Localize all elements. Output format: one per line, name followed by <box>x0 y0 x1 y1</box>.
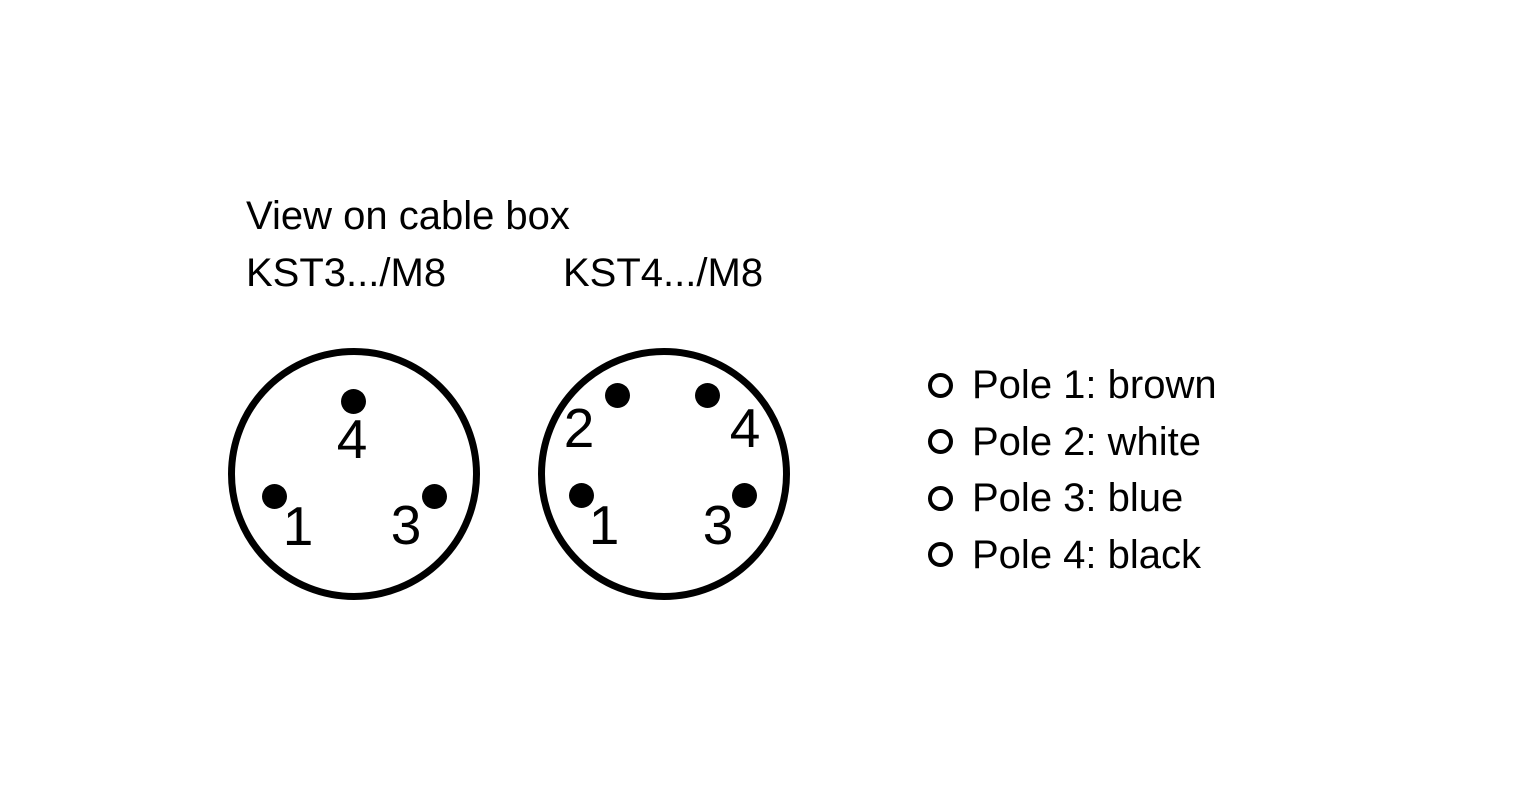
kst4-pin1-number: 1 <box>588 494 620 556</box>
diagram-title: View on cable box <box>246 194 570 238</box>
legend-item-label: Pole 4: black <box>972 532 1202 577</box>
legend-item-label: Pole 1: brown <box>972 363 1217 407</box>
connector-kst4-body-circle <box>538 348 790 600</box>
kst4-pin4-number: 4 <box>729 397 761 459</box>
open-circle-icon <box>928 485 953 511</box>
kst3-pin3-dot <box>422 484 447 509</box>
kst4-pin4-dot <box>695 383 720 408</box>
legend-item-pole2: Pole 2: white <box>928 422 1217 462</box>
kst3-pin4-dot <box>341 389 366 414</box>
legend-item-pole3: Pole 3: blue <box>928 478 1217 518</box>
connector-kst3-diagram: 4 1 3 <box>228 348 480 600</box>
kst4-pin2-number: 2 <box>563 397 595 459</box>
kst3-pin1-number: 1 <box>282 495 314 557</box>
connector-kst4-diagram: 2 4 1 3 <box>538 348 790 600</box>
kst3-pin1-dot <box>262 484 287 509</box>
connector-kst3-body-circle <box>228 348 480 600</box>
connector-kst3-label: KST3.../M8 <box>246 251 447 295</box>
pole-color-legend: Pole 1: brown Pole 2: white Pole 3: blue… <box>928 365 1217 591</box>
legend-item-pole4: Pole 4: black <box>928 535 1217 575</box>
connector-kst4-label: KST4.../M8 <box>563 251 764 295</box>
kst4-pin1-dot <box>569 483 594 508</box>
kst4-pin3-dot <box>732 483 757 508</box>
legend-item-label: Pole 2: white <box>972 419 1202 464</box>
open-circle-icon <box>928 372 953 398</box>
open-circle-icon <box>928 429 953 454</box>
kst4-pin3-number: 3 <box>702 494 734 556</box>
open-circle-icon <box>928 542 953 567</box>
kst3-pin3-number: 3 <box>390 494 422 556</box>
legend-item-label: Pole 3: blue <box>972 476 1184 520</box>
kst4-pin2-dot <box>605 383 630 408</box>
legend-item-pole1: Pole 1: brown <box>928 365 1217 405</box>
kst3-pin4-number: 4 <box>336 408 368 470</box>
